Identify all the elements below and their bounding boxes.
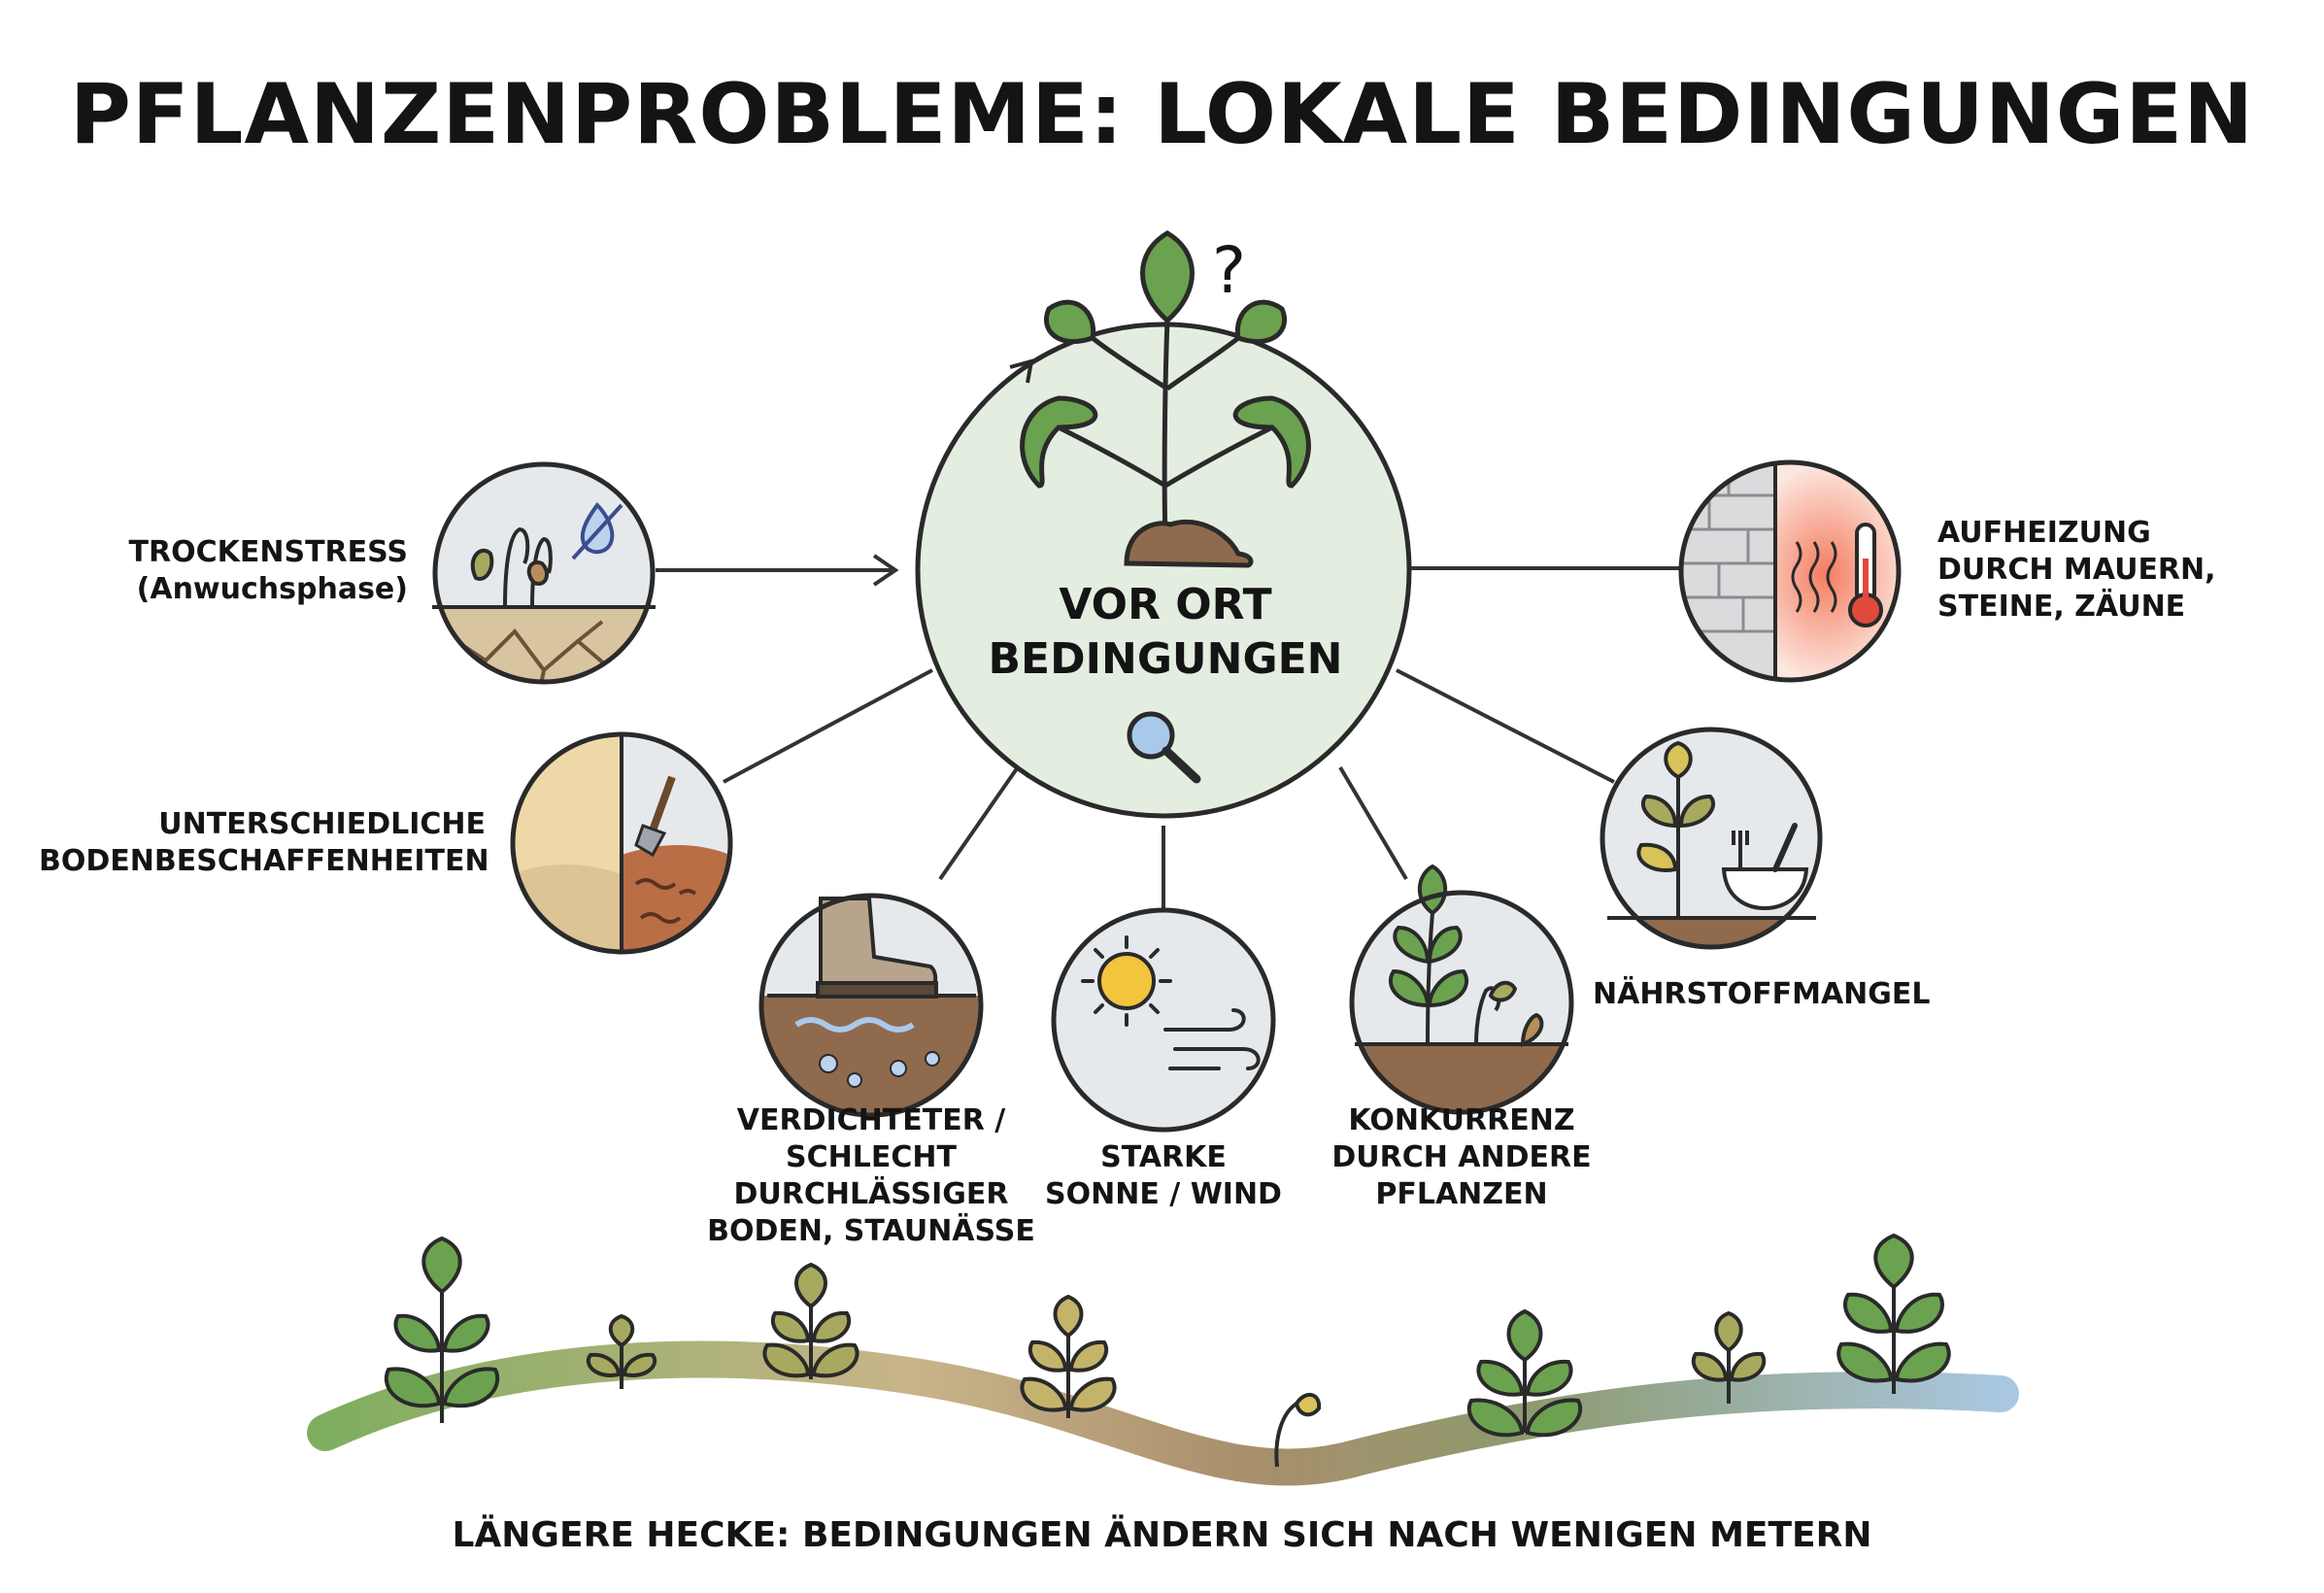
hedge-plant-7: [1691, 1310, 1767, 1404]
competing-plants-icon: [1388, 864, 1544, 1048]
label-line: VERDICHTETER /: [736, 1103, 1006, 1137]
node-boden: [510, 731, 733, 955]
connector-lines: [656, 554, 1680, 910]
label-line: STEINE, ZÄUNE: [1937, 590, 2186, 624]
label-line: AUFHEIZUNG: [1937, 516, 2151, 550]
label-line: KONKURRENZ: [1348, 1103, 1575, 1137]
node-konkurrenz: [1349, 864, 1574, 1115]
connector-konkurrenz: [1338, 765, 1408, 881]
connector-boden: [723, 668, 933, 784]
arrowhead-icon: [872, 554, 899, 587]
label-line: TROCKENSTRESS: [128, 535, 408, 569]
label-verdichtet: VERDICHTETER / SCHLECHT DURCHLÄSSIGER BO…: [706, 1102, 1036, 1250]
node-naehrstoff: [1600, 727, 1823, 950]
hedge-plant-1: [385, 1236, 499, 1423]
hedge-plant-6: [1467, 1308, 1582, 1438]
center-label-line: VOR ORT: [1059, 580, 1272, 629]
label-naehrstoff: NÄHRSTOFFMANGEL: [1593, 976, 1931, 1013]
plant-icon: [1020, 230, 1311, 568]
label-line: PFLANZEN: [1375, 1177, 1548, 1211]
label-line: SCHLECHT: [786, 1140, 957, 1174]
node-verdichtet: [758, 893, 984, 1118]
hedge-plant-5: [1274, 1393, 1322, 1468]
drought-plant-icon: [470, 526, 553, 608]
center-label: VOR ORT BEDINGUNGEN: [923, 578, 1408, 687]
nutrient-bowl-icon: [1636, 740, 1809, 918]
label-line: (Anwuchsphase): [136, 572, 408, 606]
label-konkurrenz: KONKURRENZ DURCH ANDERE PFLANZEN: [1316, 1102, 1607, 1213]
footer-caption: LÄNGERE HECKE: BEDINGUNGEN ÄNDERN SICH N…: [452, 1515, 1872, 1555]
boot-compaction-icon: [816, 897, 938, 999]
label-aufheizung: AUFHEIZUNG DURCH MAUERN, STEINE, ZÄUNE: [1937, 515, 2258, 626]
hedge-plant-8: [1836, 1233, 1951, 1394]
label-line: STARKE: [1100, 1140, 1227, 1174]
wall-heat-thermometer-icon: [1681, 462, 1899, 680]
question-mark: ?: [1212, 233, 1247, 308]
label-line: BODENBESCHAFFENHEITEN: [39, 844, 489, 878]
hedge-plant-2: [587, 1313, 657, 1389]
no-water-icon: [571, 501, 623, 560]
sun-wind-icon: [1081, 935, 1261, 1070]
label-line: DURCH ANDERE: [1331, 1140, 1592, 1174]
node-sonne: [1051, 907, 1276, 1133]
label-trockenstress: TROCKENSTRESS (Anwuchsphase): [58, 534, 408, 608]
node-aufheizung: [1678, 459, 1902, 683]
center-label-line: BEDINGUNGEN: [988, 634, 1343, 684]
connector-verdichtet: [938, 763, 1022, 881]
label-line: DURCHLÄSSIGER: [733, 1177, 1009, 1211]
page-title: PFLANZENPROBLEME: LOKALE BEDINGUNGEN: [69, 66, 2255, 163]
node-trockenstress: [432, 461, 656, 685]
hedge-plant-3: [762, 1262, 859, 1379]
center-node: [915, 230, 1412, 819]
magnifier-icon: [1127, 711, 1201, 784]
hedge-row: [307, 1233, 2019, 1486]
label-boden: UNTERSCHIEDLICHE BODENBESCHAFFENHEITEN: [39, 806, 489, 880]
label-line: NÄHRSTOFFMANGEL: [1593, 977, 1931, 1011]
connector-naehrstoff: [1396, 668, 1615, 784]
label-sonne: STARKE SONNE / WIND: [1018, 1139, 1309, 1213]
label-line: SONNE / WIND: [1045, 1177, 1282, 1211]
label-line: DURCH MAUERN,: [1937, 553, 2216, 587]
cycle-arrow-icon: [1009, 358, 1034, 384]
hedge-plant-4: [1020, 1294, 1117, 1418]
label-line: BODEN, STAUNÄSSE: [707, 1214, 1035, 1248]
label-line: UNTERSCHIEDLICHE: [158, 807, 486, 841]
